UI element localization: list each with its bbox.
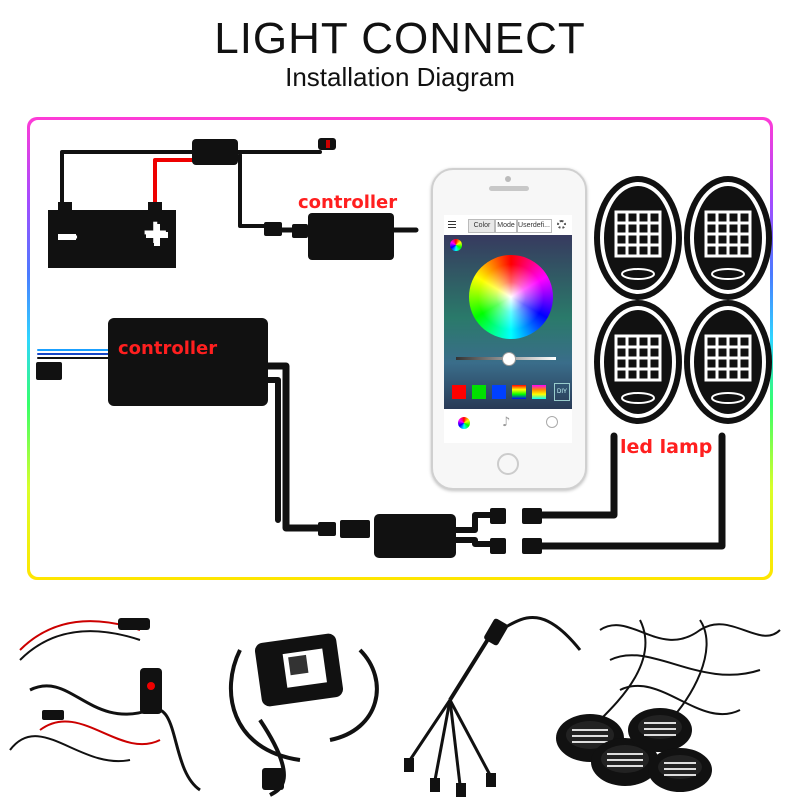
page-title: LIGHT CONNECT [214,14,586,63]
splitter-cable-icon [404,616,582,797]
page-subtitle: Installation Diagram [285,62,515,92]
tab-userdefined[interactable]: Userdefi... [516,219,552,233]
phone-screen: Color Mode Userdefi... DIY ♪ [444,215,572,443]
switch-box [192,138,336,236]
swatch-blue[interactable] [492,385,506,399]
swatch-multi-2[interactable] [532,385,546,399]
color-wheel[interactable] [469,255,553,339]
gear-icon[interactable] [557,220,566,229]
switch-harness-icon [9,618,201,792]
splitter-hub [318,508,542,558]
menu-icon[interactable] [448,221,456,222]
music-icon[interactable]: ♪ [502,415,511,430]
battery [48,202,176,268]
phone-camera [505,176,511,182]
bluetooth-controller-icon [228,633,379,797]
timer-icon[interactable] [546,416,558,428]
phone-mockup: Color Mode Userdefi... DIY ♪ [431,168,587,490]
led-lamps [594,176,772,424]
battery-plus: + [141,212,170,252]
swatch-red[interactable] [452,385,466,399]
home-button[interactable] [497,453,519,475]
app-bottom-bar: ♪ [444,409,572,443]
battery-minus: − [58,222,80,252]
swatch-multi-1[interactable] [512,385,526,399]
controller-small [292,213,394,260]
color-mode-icon[interactable] [450,239,462,251]
product-photos [9,616,781,797]
controller-large [36,318,268,406]
tab-color[interactable]: Color [468,219,496,233]
controller-label-small: controller [298,192,398,213]
controller-label-large: controller [118,338,218,359]
phone-speaker [489,186,529,191]
swatch-green[interactable] [472,385,486,399]
diy-button[interactable]: DIY [554,383,570,401]
color-tab-icon[interactable] [458,417,470,429]
brightness-knob[interactable] [502,352,516,366]
led-lamp-label: led lamp [620,436,713,458]
tab-mode[interactable]: Mode [494,219,518,233]
rock-lights-icon [556,619,781,792]
app-header: Color Mode Userdefi... [444,215,572,235]
